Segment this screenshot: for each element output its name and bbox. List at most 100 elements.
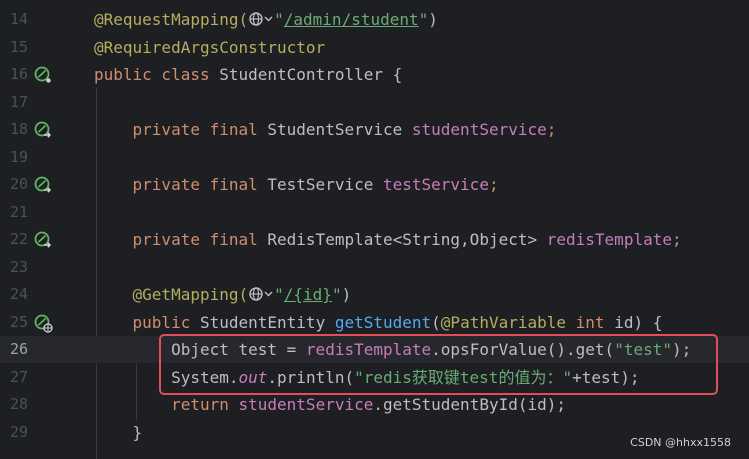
highlight-box: [159, 334, 718, 395]
code-line[interactable]: 23: [0, 254, 749, 281]
watermark: CSDN @hhxx1558: [630, 436, 731, 449]
line-number: 19: [9, 147, 28, 166]
code-token: (: [431, 312, 441, 332]
code-text: @RequestMapping("/admin/student"): [94, 6, 438, 33]
line-number: 28: [9, 395, 28, 413]
code-line[interactable]: 21: [0, 199, 749, 226]
code-token: "redis获取键test的值为：": [354, 367, 573, 387]
code-text: private final RedisTemplate<String,Objec…: [94, 226, 682, 253]
line-number: 29: [9, 422, 28, 441]
code-text: @GetMapping( "/{id}"): [94, 281, 352, 308]
code-token: );: [671, 340, 692, 359]
code-token: testService: [382, 175, 489, 194]
code-line[interactable]: 29 }: [0, 419, 749, 446]
line-number: 24: [9, 285, 28, 303]
code-text: return studentService.getStudentById(id)…: [94, 391, 566, 418]
url-hint-icon[interactable]: [248, 10, 274, 29]
code-line[interactable]: 19: [0, 144, 749, 171]
code-token: StudentController {: [219, 65, 403, 84]
code-token: @GetMapping(: [94, 285, 249, 304]
code-token: public: [94, 312, 200, 332]
globe-icon: [249, 12, 273, 26]
code-line[interactable]: 20 private final TestService testService…: [0, 171, 749, 198]
bean-arrow-icon[interactable]: [33, 175, 53, 195]
code-token: System.: [94, 367, 239, 387]
code-line[interactable]: 15 @RequiredArgsConstructor: [0, 34, 749, 61]
code-token: ): [428, 10, 438, 29]
line-number: 14: [9, 10, 28, 28]
code-token: /{id}: [283, 285, 332, 304]
code-token: studentService: [238, 395, 374, 414]
code-token: ;: [671, 230, 682, 249]
line-number: 26: [9, 340, 28, 358]
code-token: +test);: [572, 367, 640, 387]
bean-web-icon[interactable]: [33, 313, 53, 333]
code-token: return: [94, 395, 239, 414]
code-token: TestService: [267, 175, 383, 194]
line-number: 21: [9, 202, 28, 221]
code-token: ): [341, 285, 352, 304]
line-number: 17: [9, 92, 28, 111]
code-token: }: [94, 422, 143, 442]
code-token: .opsForValue().get(: [431, 340, 615, 359]
code-line[interactable]: 14@RequestMapping("/admin/student"): [0, 6, 749, 33]
line-number: 22: [9, 230, 28, 248]
code-line[interactable]: 25 public StudentEntity getStudent(@Path…: [0, 309, 749, 336]
code-line[interactable]: 16 public class StudentController {: [0, 61, 749, 88]
code-token: StudentEntity: [199, 312, 335, 332]
code-token: "test": [614, 340, 672, 359]
line-number: 27: [9, 367, 28, 386]
code-token: studentService: [411, 120, 547, 139]
url-hint-icon[interactable]: [248, 285, 274, 304]
indent-guide: [96, 88, 97, 459]
code-token: .println(: [267, 367, 355, 387]
code-token: ;: [546, 120, 557, 139]
bean-icon[interactable]: [33, 65, 53, 85]
code-line[interactable]: 18 private final StudentService studentS…: [0, 116, 749, 143]
code-text: System.out.println("redis获取键test的值为："+te…: [94, 364, 640, 391]
bean-arrow-icon[interactable]: [33, 120, 53, 140]
code-line[interactable]: 27 System.out.println("redis获取键test的值为："…: [0, 364, 749, 391]
line-number: 16: [9, 65, 28, 83]
code-line[interactable]: 26 Object test = redisTemplate.opsForVal…: [0, 336, 749, 363]
code-text: }: [94, 419, 143, 446]
code-text: @RequiredArgsConstructor: [94, 34, 325, 61]
code-token: out: [238, 367, 268, 387]
code-token: private final: [94, 120, 268, 139]
code-line[interactable]: 24 @GetMapping( "/{id}"): [0, 281, 749, 308]
code-line[interactable]: 28 return studentService.getStudentById(…: [0, 391, 749, 418]
code-line[interactable]: 22 private final RedisTemplate<String,Ob…: [0, 226, 749, 253]
code-token: getStudent: [334, 312, 432, 332]
code-token: public class: [94, 65, 220, 84]
code-token: ;: [488, 175, 499, 194]
code-token: RedisTemplate<String,Object>: [267, 230, 547, 249]
code-token: @RequiredArgsConstructor: [94, 37, 326, 57]
code-token: /admin/student: [283, 10, 419, 29]
indent-guide: [136, 335, 137, 420]
code-token: redisTemplate: [546, 230, 672, 249]
code-line[interactable]: 17: [0, 89, 749, 116]
code-token: ": [274, 285, 284, 304]
line-number: 23: [9, 257, 28, 276]
code-token: StudentService: [267, 120, 412, 139]
line-number: 15: [9, 37, 28, 56]
line-number: 18: [9, 120, 28, 138]
line-number: 25: [9, 312, 28, 331]
code-token: .getStudentById(id);: [373, 395, 567, 414]
code-token: private final: [94, 230, 268, 249]
code-token: ": [331, 285, 342, 304]
code-token: private final: [94, 175, 268, 194]
code-token: @RequestMapping(: [94, 10, 249, 29]
globe-icon: [249, 287, 273, 301]
code-token: ": [274, 10, 284, 29]
code-text: public class StudentController {: [94, 61, 402, 88]
code-token: @PathVariable: [440, 312, 576, 332]
code-text: public StudentEntity getStudent(@PathVar…: [94, 309, 663, 336]
code-text: Object test = redisTemplate.opsForValue(…: [94, 336, 691, 363]
code-token: int: [575, 312, 615, 332]
code-text: private final TestService testService;: [94, 171, 499, 198]
bean-arrow-icon[interactable]: [33, 230, 53, 250]
code-token: Object test =: [94, 340, 306, 359]
code-text: private final StudentService studentServ…: [94, 116, 557, 143]
